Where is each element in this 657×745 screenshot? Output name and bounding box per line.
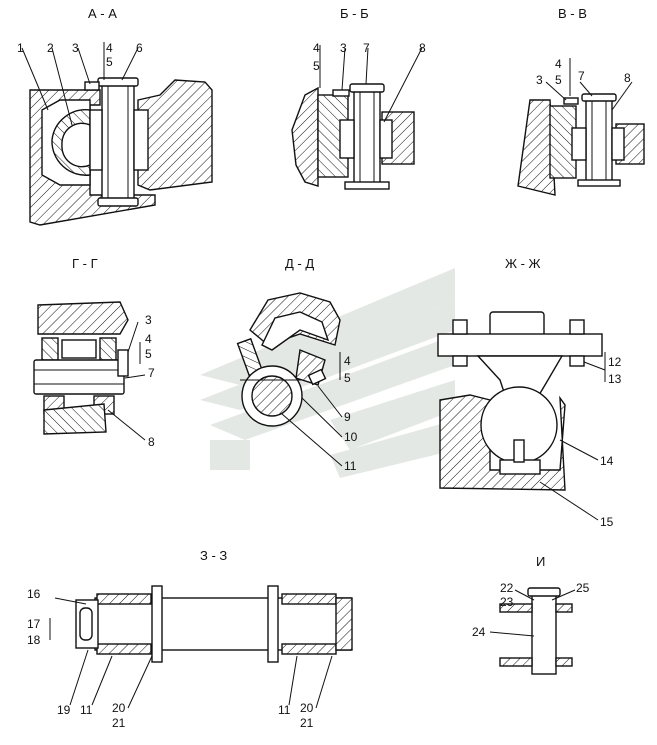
section-gg: Г - Г 3 4 5 7 8 [33, 256, 155, 449]
callout-bb-3: 3 [340, 41, 347, 55]
callout-dd-5: 5 [344, 371, 351, 385]
callout-aa-6: 6 [136, 41, 143, 55]
callout-zz-17: 17 [27, 617, 41, 631]
section-zhzh-title: Ж - Ж [505, 256, 541, 271]
callout-vv-8: 8 [624, 71, 631, 85]
callout-gg-3: 3 [145, 313, 152, 327]
callout-zz-21-left: 21 [112, 716, 126, 730]
callout-vv-5: 5 [555, 73, 562, 87]
callout-i-23: 23 [500, 595, 514, 609]
callout-vv-7: 7 [578, 69, 585, 83]
callout-zz-20-right: 20 [300, 701, 314, 715]
section-vv-title: В - В [558, 6, 587, 21]
callout-aa-2: 2 [47, 41, 54, 55]
section-dd-title: Д - Д [285, 256, 314, 271]
callout-zz-11-left: 11 [80, 703, 93, 717]
callout-zhzh-14: 14 [600, 454, 614, 468]
callout-aa-3: 3 [72, 41, 79, 55]
callout-aa-4: 4 [106, 41, 113, 55]
callout-zhzh-13: 13 [608, 372, 622, 386]
callout-vv-4: 4 [555, 57, 562, 71]
callout-zhzh-12: 12 [608, 355, 622, 369]
callout-aa-1: 1 [17, 41, 24, 55]
callout-bb-4: 4 [313, 41, 320, 55]
section-vv: В - В 4 5 3 7 8 [517, 6, 645, 196]
section-aa-title: А - А [88, 6, 117, 21]
callout-gg-8: 8 [148, 435, 155, 449]
callout-bb-8: 8 [419, 41, 426, 55]
section-bb: Б - Б 4 5 3 7 8 [291, 6, 426, 190]
callout-aa-5: 5 [106, 55, 113, 69]
watermark-logo-icon [200, 268, 455, 478]
callout-zz-11-right: 11 [278, 703, 291, 717]
section-aa: А - А 1 2 3 4 5 6 [17, 6, 213, 226]
callout-vv-3: 3 [536, 73, 543, 87]
callout-zhzh-15: 15 [600, 515, 614, 529]
callout-bb-7: 7 [363, 41, 370, 55]
callout-zz-21-right: 21 [300, 716, 314, 730]
callout-gg-4: 4 [145, 332, 152, 346]
callout-zz-18: 18 [27, 633, 41, 647]
callout-i-22: 22 [500, 581, 514, 595]
callout-zz-20-left: 20 [112, 701, 126, 715]
callout-bb-5: 5 [313, 59, 320, 73]
callout-dd-10: 10 [344, 430, 358, 444]
callout-dd-9: 9 [344, 410, 351, 424]
callout-gg-5: 5 [145, 347, 152, 361]
callout-gg-7: 7 [148, 366, 155, 380]
callout-zz-19: 19 [57, 703, 71, 717]
callout-zz-16: 16 [27, 587, 41, 601]
section-gg-title: Г - Г [72, 256, 98, 271]
callout-dd-11: 11 [344, 459, 357, 473]
section-zhzh: Ж - Ж 12 13 14 15 [437, 256, 622, 529]
callout-i-24: 24 [472, 625, 486, 639]
section-dd: Д - Д 4 5 9 10 11 [236, 256, 358, 473]
section-zz-title: З - З [200, 548, 227, 563]
section-zz: З - З 16 17 18 19 11 20 21 11 20 21 [27, 548, 353, 730]
section-i-title: И [536, 554, 545, 569]
section-i: И 22 23 25 24 [472, 554, 590, 675]
callout-dd-4: 4 [344, 354, 351, 368]
callout-i-25: 25 [576, 581, 590, 595]
section-bb-title: Б - Б [340, 6, 369, 21]
